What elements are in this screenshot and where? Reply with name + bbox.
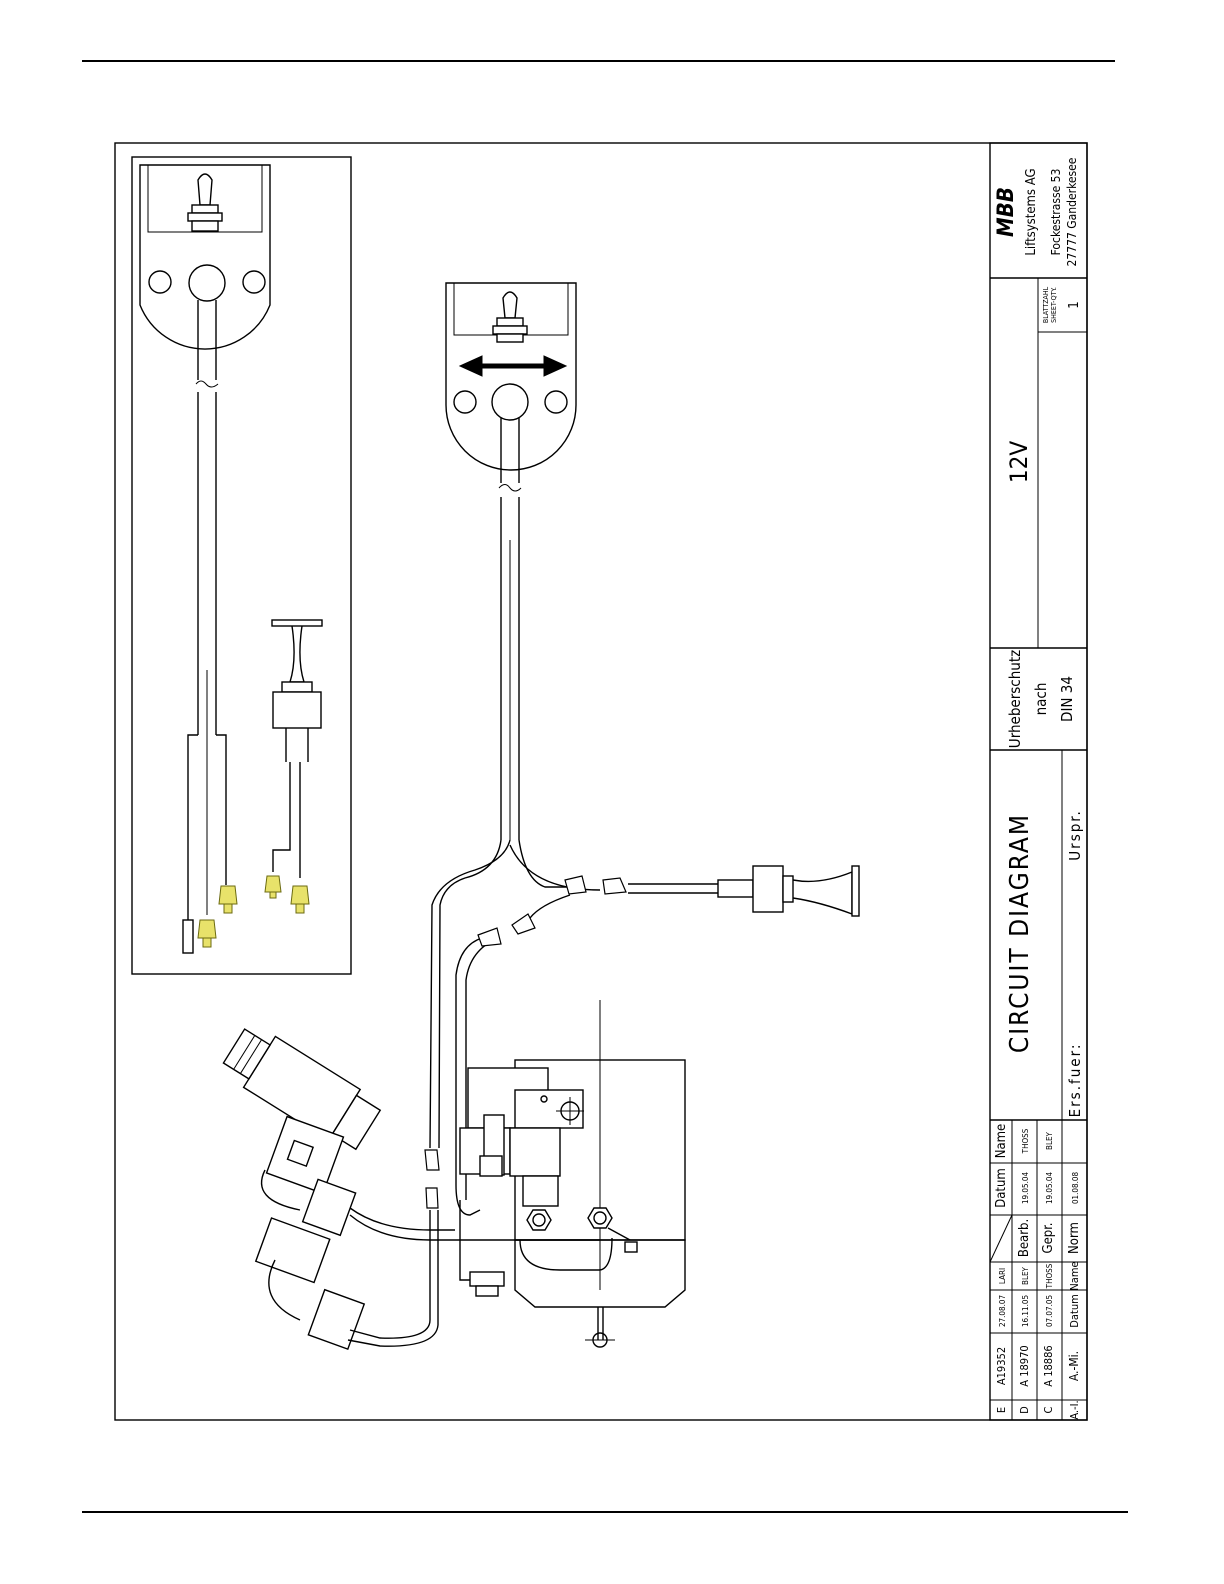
solenoid-valves: [222, 1028, 600, 1351]
motor-unit: [459, 1000, 686, 1348]
sheet-qty-label-en: SHEET-QTY.: [1050, 287, 1058, 323]
approval-date: 19.05.04: [1021, 1172, 1030, 1204]
wire-connector: [424, 875, 627, 1209]
revision-letter: E: [995, 1407, 1008, 1413]
revision-change-no: A 18886: [1042, 1345, 1055, 1386]
revision-letter: D: [1018, 1406, 1031, 1414]
approval-header-name: Name: [994, 1124, 1009, 1159]
copyright-line-1: Urheberschutz: [1006, 650, 1024, 748]
revision-change-no: A.-Mi.: [1067, 1351, 1081, 1381]
origin-label: Urspr.: [1066, 809, 1084, 860]
approval-label: Norm: [1067, 1222, 1082, 1254]
voltage-label: 12V: [1005, 441, 1033, 483]
sheet-qty-value: 1: [1067, 301, 1082, 308]
revision-name: Name: [1068, 1261, 1081, 1290]
revision-letter: C: [1042, 1406, 1055, 1413]
approval-date: 01.08.08: [1071, 1172, 1080, 1204]
revision-name: BLEY: [1021, 1266, 1030, 1284]
revision-change-no: A 18970: [1018, 1345, 1031, 1386]
yellow-connector: [264, 875, 282, 899]
drawing-title: CIRCUIT DIAGRAM: [1005, 813, 1035, 1053]
company-city: 27777 Ganderkesee: [1065, 157, 1079, 266]
revision-date: 16.11.05: [1021, 1295, 1030, 1327]
copyright-line-2: nach: [1032, 683, 1050, 716]
pushbutton: [717, 865, 860, 917]
revision-date: Datum: [1068, 1294, 1081, 1327]
revision-date: 07.07.05: [1045, 1295, 1054, 1327]
yellow-connector: [218, 885, 238, 914]
approval-label: Bearb.: [1017, 1219, 1032, 1257]
revision-name: LARI: [998, 1268, 1007, 1284]
copyright-line-3: DIN 34: [1058, 676, 1076, 722]
company-logo: MBB: [994, 187, 1019, 237]
revision-name: THOSS: [1045, 1263, 1054, 1289]
revision-letter: A.-I.: [1068, 1400, 1081, 1419]
toggle-switch: [445, 282, 577, 840]
approval-name: BLEY: [1045, 1131, 1054, 1149]
revision-date: 27.08.07: [998, 1295, 1007, 1327]
revision-change-no: A19352: [995, 1347, 1008, 1385]
replacement-for-label: Ers.fuer:: [1066, 1043, 1084, 1118]
approval-date: 19.05.04: [1045, 1172, 1054, 1204]
inset-detail: [131, 156, 352, 975]
sheet-qty-label-de: BLATTZAHL: [1042, 286, 1050, 323]
approval-header-date: Datum: [994, 1168, 1009, 1208]
double-arrow-icon: [458, 355, 568, 377]
yellow-connector: [290, 885, 310, 914]
company-name: Liftsystems AG: [1024, 168, 1039, 255]
yellow-connector: [197, 919, 217, 948]
approval-label: Gepr.: [1041, 1222, 1056, 1253]
title-block: MBB Liftsystems AG Fockestrasse 53 27777…: [989, 142, 1088, 1421]
company-street: Fockestrasse 53: [1049, 169, 1063, 256]
approval-name: THOSS: [1021, 1128, 1030, 1154]
